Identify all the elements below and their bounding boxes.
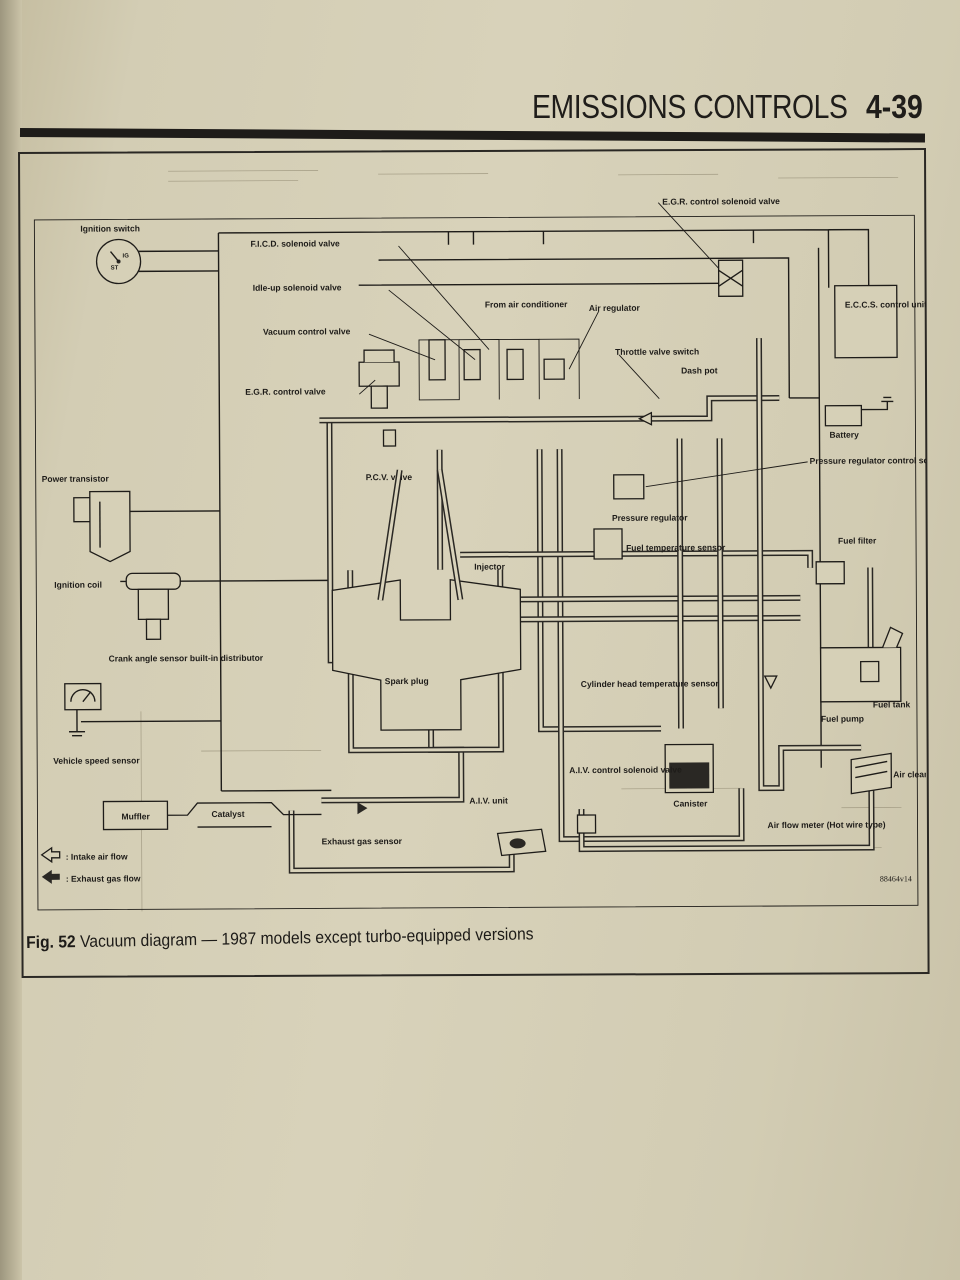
canister-icon xyxy=(664,743,715,794)
label-air-regulator: Air regulator xyxy=(589,303,641,313)
label-aiv-control: A.I.V. control solenoid valve xyxy=(569,765,682,776)
label-pressure-regulator: Pressure regulator xyxy=(612,512,688,522)
exhaust-arrow-icon xyxy=(41,869,60,884)
label-pressure-regulator-solenoid: Pressure regulator control solenoid valv… xyxy=(810,455,926,466)
label-vacuum-control-valve: Vacuum control valve xyxy=(263,326,351,336)
legend-intake: : Intake air flow xyxy=(66,851,128,861)
engine-icon xyxy=(331,469,522,731)
label-fuel-filter: Fuel filter xyxy=(838,536,877,546)
wire-ignition xyxy=(138,250,219,273)
diagram-border xyxy=(33,214,919,911)
label-st: ST xyxy=(111,265,119,271)
label-vehicle-speed-sensor: Vehicle speed sensor xyxy=(53,755,140,765)
leader-pressure-solenoid xyxy=(645,461,808,488)
pressure-regulator-solenoid-icon xyxy=(613,474,645,500)
fuel-tank-icon xyxy=(819,626,904,703)
label-from-air-conditioner: From air conditioner xyxy=(485,299,568,309)
exhaust-system xyxy=(102,800,322,831)
label-power-transistor: Power transistor xyxy=(42,474,110,484)
label-eccs: E.C.C.S. control unit xyxy=(845,299,926,309)
legend: : Intake air flow : Exhaust gas flow xyxy=(40,846,141,884)
aiv-solenoid-icon xyxy=(576,814,597,834)
label-fuel-pump: Fuel pump xyxy=(821,714,864,724)
label-crank-angle: Crank angle sensor built-in distributor xyxy=(109,653,264,664)
wire-top xyxy=(218,228,870,288)
wire-drops xyxy=(447,230,755,245)
label-aiv-unit: A.I.V. unit xyxy=(469,795,508,805)
label-ig: IG xyxy=(123,253,130,259)
ignition-switch-icon xyxy=(95,238,142,285)
aiv-unit-icon xyxy=(496,828,547,857)
label-battery: Battery xyxy=(829,430,859,440)
pressure-regulator-icon xyxy=(593,528,623,560)
label-ignition-coil: Ignition coil xyxy=(54,580,102,590)
pcv-valve-icon xyxy=(382,429,397,447)
wire-left xyxy=(217,232,332,792)
label-egr-control-valve: E.G.R. control valve xyxy=(245,386,326,396)
label-pcv-valve: P.C.V. valve xyxy=(366,472,413,482)
wire-right xyxy=(789,247,822,768)
bleed-through xyxy=(140,170,902,912)
page-number: 4-39 xyxy=(866,88,923,125)
label-egr-solenoid: E.G.R. control solenoid valve xyxy=(662,196,780,207)
caption-prefix: Fig. 52 xyxy=(26,932,76,952)
label-spark-plug: Spark plug xyxy=(385,676,429,686)
label-idle-up-solenoid: Idle-up solenoid valve xyxy=(253,282,342,292)
speedometer-icon xyxy=(64,682,102,737)
vacuum-pipes xyxy=(288,338,875,874)
label-fuel-tank: Fuel tank xyxy=(873,699,911,709)
wire-mid xyxy=(358,257,790,398)
valve-cluster xyxy=(358,338,580,409)
label-canister: Canister xyxy=(673,798,708,808)
flow-arrows xyxy=(357,411,778,815)
book-gutter-shadow xyxy=(0,0,22,1280)
legend-exhaust: : Exhaust gas flow xyxy=(66,873,141,883)
label-air-flow-meter: Air flow meter (Hot wire type) xyxy=(768,819,886,830)
eccs-control-unit xyxy=(834,284,898,359)
label-dash-pot: Dash pot xyxy=(681,365,718,375)
air-cleaner-icon xyxy=(850,752,892,795)
label-ficd-solenoid: F.I.C.D. solenoid valve xyxy=(250,238,340,248)
label-throttle-valve-switch: Throttle valve switch xyxy=(615,346,699,356)
egr-solenoid-icon xyxy=(717,259,744,297)
section-title: EMISSIONS CONTROLS xyxy=(532,88,848,125)
label-air-cleaner: Air cleaner xyxy=(893,769,926,779)
ignition-coil-icon xyxy=(89,490,131,563)
label-fuel-temp-sensor: Fuel temperature sensor xyxy=(626,542,726,553)
intake-arrow-icon xyxy=(40,846,61,864)
label-cyl-head-temp: Cylinder head temperature sensor xyxy=(581,678,720,689)
figure-code: 88464v14 xyxy=(880,874,912,883)
battery-icon xyxy=(824,396,894,427)
label-ignition-switch: Ignition switch xyxy=(80,223,140,233)
label-exhaust-gas-sensor: Exhaust gas sensor xyxy=(322,836,403,846)
label-catalyst: Catalyst xyxy=(211,809,244,819)
label-muffler: Muffler xyxy=(121,811,150,821)
fuel-filter-icon xyxy=(815,561,845,585)
label-injector: Injector xyxy=(474,561,505,571)
distributor-icon xyxy=(125,572,181,640)
vacuum-diagram: Ignition switch IG ST F.I.C.D. solenoid … xyxy=(33,170,926,912)
leader-lines-top xyxy=(358,202,719,399)
